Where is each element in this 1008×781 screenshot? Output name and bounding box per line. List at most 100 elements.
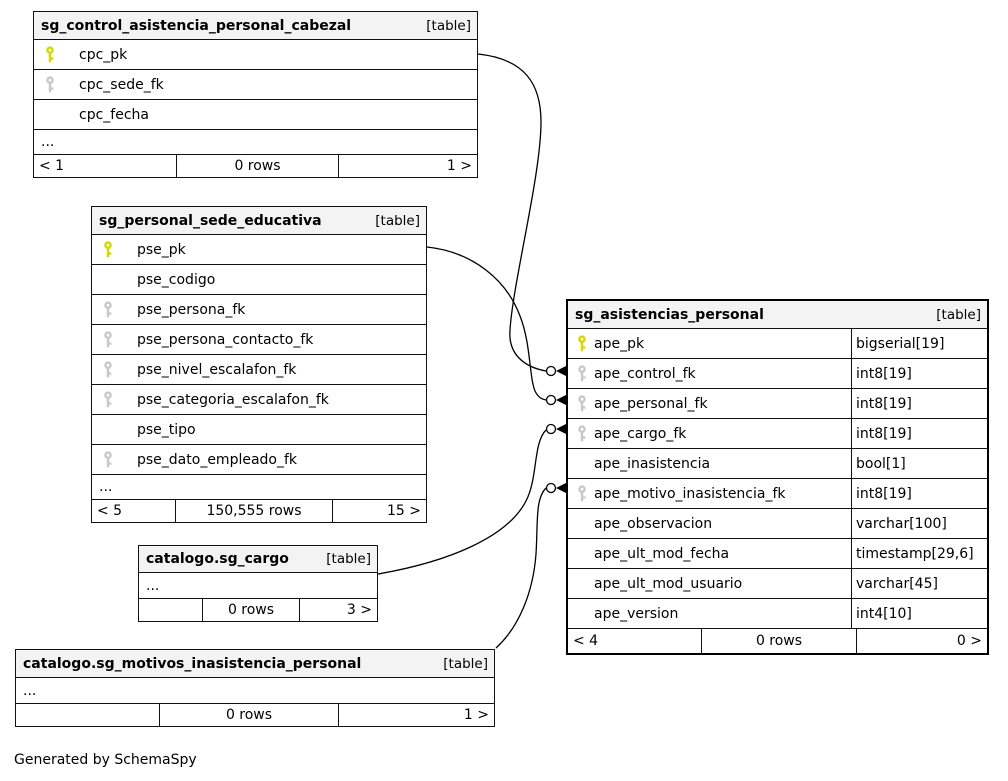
column-name: ape_ult_mod_usuario [594,575,743,592]
related-right-count: 0 > [956,633,982,649]
table-row: pse_pk [92,235,426,265]
column-name: pse_dato_empleado_fk [137,451,298,468]
column-name: ape_pk [594,335,645,352]
foreign-key-icon [104,331,112,348]
relation-optional-circle [545,394,557,406]
table-header[interactable]: sg_control_asistencia_personal_cabezal [… [34,12,477,40]
primary-key-icon [104,241,112,258]
table-row: cpc_fecha [34,100,477,130]
table-row: ape_cargo_fk int8[19] [568,419,987,449]
column-type: int8[19] [851,389,987,418]
foreign-key-icon [104,391,112,408]
table-badge: [table] [426,17,471,34]
related-left-count [139,599,202,621]
table-row: pse_persona_fk [92,295,426,325]
table-row: pse_nivel_escalafon_fk [92,355,426,385]
relation-arrowhead-icon [556,483,566,493]
column-name: ape_personal_fk [594,395,708,412]
table-row: pse_dato_empleado_fk [92,445,426,475]
row-count: 0 rows [159,704,339,726]
generated-by-label: Generated by SchemaSpy [14,752,197,768]
table-footer: 0 rows 3 > [139,599,377,621]
table-row: ape_control_fk int8[19] [568,359,987,389]
table-header[interactable]: sg_personal_sede_educativa [table] [92,207,426,235]
table-row: ape_observacion varchar[100] [568,509,987,539]
foreign-key-icon [46,76,54,93]
foreign-key-icon [104,451,112,468]
table-title[interactable]: catalogo.sg_motivos_inasistencia_persona… [23,655,362,672]
column-name: ape_ult_mod_fecha [594,545,730,562]
table-catalogo-sg-motivos-inasistencia-personal: catalogo.sg_motivos_inasistencia_persona… [15,649,495,727]
column-name: ape_inasistencia [594,455,711,472]
more-columns-ellipsis: ... [34,130,477,155]
related-left-count [16,704,159,726]
column-type: bool[1] [851,449,987,478]
relation-arrowhead-icon [556,424,566,434]
table-badge: [table] [443,655,488,672]
column-type: int4[10] [851,599,987,628]
column-name: cpc_pk [79,46,128,63]
table-title[interactable]: catalogo.sg_cargo [146,551,289,567]
column-type: int8[19] [851,359,987,388]
table-row: cpc_sede_fk [34,70,477,100]
table-title[interactable]: sg_personal_sede_educativa [99,212,322,229]
column-name: pse_persona_contacto_fk [137,331,314,348]
table-footer: < 1 0 rows 1 > [34,155,477,177]
table-title[interactable]: sg_asistencias_personal [575,306,764,323]
relation-optional-circle [545,365,557,377]
row-count: 0 rows [701,629,857,653]
table-header[interactable]: catalogo.sg_motivos_inasistencia_persona… [16,650,494,678]
related-right-count: 1 > [463,707,489,723]
table-catalogo-sg-cargo: catalogo.sg_cargo [table] ... 0 rows 3 > [138,545,378,622]
table-badge: [table] [375,212,420,229]
primary-key-icon [578,335,586,352]
table-row: pse_persona_contacto_fk [92,325,426,355]
relationship-line-pse-pk-to-ape-personal-fk [426,246,547,401]
relation-arrowhead-icon [556,366,566,376]
column-name: pse_nivel_escalafon_fk [137,361,297,378]
foreign-key-icon [578,395,586,412]
table-footer: < 5 150,555 rows 15 > [92,500,426,522]
table-row: ape_ult_mod_usuario varchar[45] [568,569,987,599]
foreign-key-icon [104,361,112,378]
table-footer: < 4 0 rows 0 > [568,629,987,653]
row-count: 0 rows [202,599,300,621]
column-name: cpc_sede_fk [79,76,164,93]
table-footer: 0 rows 1 > [16,704,494,726]
more-columns-ellipsis: ... [16,678,494,704]
column-name: pse_codigo [137,271,216,288]
column-type: varchar[45] [851,569,987,598]
table-sg-asistencias-personal: sg_asistencias_personal [table] ape_pk b… [566,299,989,655]
foreign-key-icon [578,425,586,442]
column-name: pse_categoria_escalafon_fk [137,391,329,408]
column-type: int8[19] [851,419,987,448]
table-row: ape_ult_mod_fecha timestamp[29,6] [568,539,987,569]
column-name: cpc_fecha [79,106,149,123]
table-row: ape_motivo_inasistencia_fk int8[19] [568,479,987,509]
table-row: ape_personal_fk int8[19] [568,389,987,419]
more-columns-ellipsis: ... [92,475,426,500]
table-row: cpc_pk [34,40,477,70]
column-name: ape_version [594,605,679,622]
column-type: varchar[100] [851,509,987,538]
table-badge: [table] [326,551,371,567]
table-badge: [table] [936,306,981,323]
related-right-count: 3 > [346,602,372,618]
foreign-key-icon [104,301,112,318]
related-left-count: < 5 [97,503,123,519]
related-left-count: < 1 [39,158,65,174]
column-name: pse_tipo [137,421,196,438]
table-row: ape_pk bigserial[19] [568,329,987,359]
related-right-count: 1 > [446,158,472,174]
column-name: pse_pk [137,241,186,258]
related-left-count: < 4 [573,633,599,649]
table-title[interactable]: sg_control_asistencia_personal_cabezal [41,17,352,34]
column-type: int8[19] [851,479,987,508]
table-header[interactable]: sg_asistencias_personal [table] [568,301,987,329]
table-header[interactable]: catalogo.sg_cargo [table] [139,546,377,573]
foreign-key-icon [578,365,586,382]
table-row: ape_version int4[10] [568,599,987,629]
more-columns-ellipsis: ... [139,573,377,599]
column-name: pse_persona_fk [137,301,246,318]
